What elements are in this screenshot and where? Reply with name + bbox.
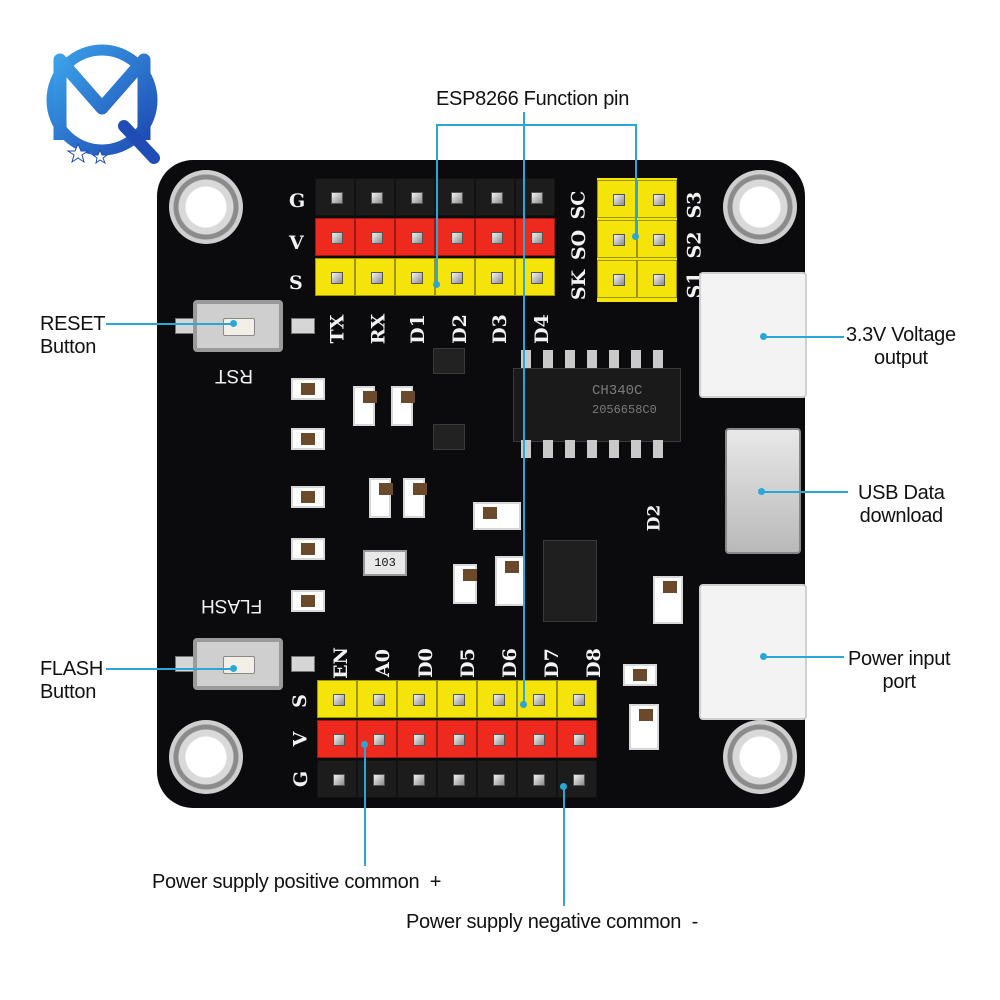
transistor (433, 424, 465, 450)
silk-sc: SC (567, 190, 590, 220)
bottom-header-ground-row (317, 760, 597, 798)
callout-line (523, 112, 525, 704)
mounting-hole-bottom-right (723, 720, 797, 794)
resistor-array: 103 (363, 550, 407, 576)
silk-top-g: G (289, 190, 306, 212)
spi-header (597, 178, 677, 302)
callout-dot (560, 783, 567, 790)
reset-button-label: RESET Button (40, 313, 106, 358)
silk-bottom-s: S (288, 694, 311, 708)
smd-resistor (291, 538, 325, 560)
callout-line (563, 786, 565, 906)
smd-capacitor (653, 576, 683, 624)
callout-dot (520, 701, 527, 708)
smd-capacitor (629, 704, 659, 750)
silk-a0: A0 (371, 649, 394, 677)
silk-en: EN (329, 647, 352, 679)
smd-diode (495, 556, 525, 606)
silk-d5: D5 (456, 648, 479, 678)
silk-rx: RX (367, 313, 390, 345)
flash-button[interactable] (193, 638, 283, 690)
esp8266-function-pin-title: ESP8266 Function pin (436, 88, 630, 110)
reset-button[interactable] (193, 300, 283, 352)
silk-rst: RST (215, 365, 253, 386)
callout-line (436, 124, 438, 284)
callout-dot (230, 320, 237, 327)
smd-resistor (623, 664, 657, 686)
silk-d4: D4 (530, 314, 553, 344)
silk-s3: S3 (683, 191, 706, 219)
chip-label: CH340C (592, 383, 643, 399)
pcb-board: G V S TX RX D1 D2 D3 D4 SC SO SK S3 S2 S… (157, 160, 807, 808)
callout-line (436, 124, 636, 126)
silk-d1: D1 (406, 314, 429, 344)
power-input-label: Power input port (848, 648, 951, 693)
callout-dot (361, 741, 368, 748)
usb-data-label: USB Data download (858, 482, 945, 527)
callout-dot (230, 665, 237, 672)
ch340c-chip: CH340C 2056658C0 (513, 368, 681, 442)
callout-line (764, 336, 844, 338)
callout-line (635, 124, 637, 236)
smd-capacitor (353, 386, 377, 426)
silk-d2: D2 (448, 314, 471, 344)
silk-bottom-g: G (290, 770, 313, 788)
smd-resistor (291, 590, 325, 612)
silk-d7: D7 (540, 648, 563, 678)
smd-resistor (291, 428, 325, 450)
silk-bottom-v: V (289, 731, 312, 747)
callout-line (764, 656, 844, 658)
silk-so: SO (568, 229, 591, 261)
mq-logo-icon (38, 38, 164, 165)
callout-line (364, 744, 366, 866)
silk-top-v: V (289, 232, 304, 254)
silk-d8: D8 (582, 648, 605, 678)
top-header-ground-row (315, 178, 555, 216)
callout-line (106, 668, 234, 670)
smd-capacitor (369, 478, 393, 518)
callout-dot (758, 488, 765, 495)
bottom-header-power-row (317, 720, 597, 758)
callout-dot (433, 281, 440, 288)
silk-flash: FLASH (201, 595, 263, 616)
silk-d0: D0 (414, 648, 437, 678)
power-input-connector (699, 584, 807, 720)
silk-top-s: S (289, 272, 303, 294)
ams1117-regulator (543, 540, 597, 622)
silk-sk: SK (568, 269, 591, 301)
voltage-output-label: 3.3V Voltage output (846, 324, 956, 369)
callout-dot (760, 333, 767, 340)
callout-dot (760, 653, 767, 660)
chip-code: 2056658C0 (592, 403, 657, 417)
voltage-output-connector (699, 272, 807, 398)
silk-tx: TX (326, 314, 349, 344)
silk-d6: D6 (498, 648, 521, 678)
smd-resistor (291, 486, 325, 508)
smd-crystal (473, 502, 521, 530)
bottom-header-signal-row (317, 680, 597, 718)
transistor (433, 348, 465, 374)
mounting-hole-top-left (169, 170, 243, 244)
silk-d3: D3 (488, 314, 511, 344)
silk-d2-diode: D2 (644, 504, 665, 532)
smd-capacitor (391, 386, 415, 426)
flash-button-label: FLASH Button (40, 658, 103, 703)
top-header-power-row (315, 218, 555, 256)
negative-common-label: Power supply negative common - (406, 911, 698, 933)
mounting-hole-bottom-left (169, 720, 243, 794)
smd-capacitor (453, 564, 477, 604)
silk-s2: S2 (683, 231, 706, 259)
mounting-hole-top-right (723, 170, 797, 244)
callout-dot (632, 233, 639, 240)
callout-line (106, 323, 234, 325)
top-header-signal-row (315, 258, 555, 296)
positive-common-label: Power supply positive common + (152, 871, 442, 893)
smd-capacitor (403, 478, 427, 518)
callout-line (762, 491, 848, 493)
smd-resistor (291, 378, 325, 400)
